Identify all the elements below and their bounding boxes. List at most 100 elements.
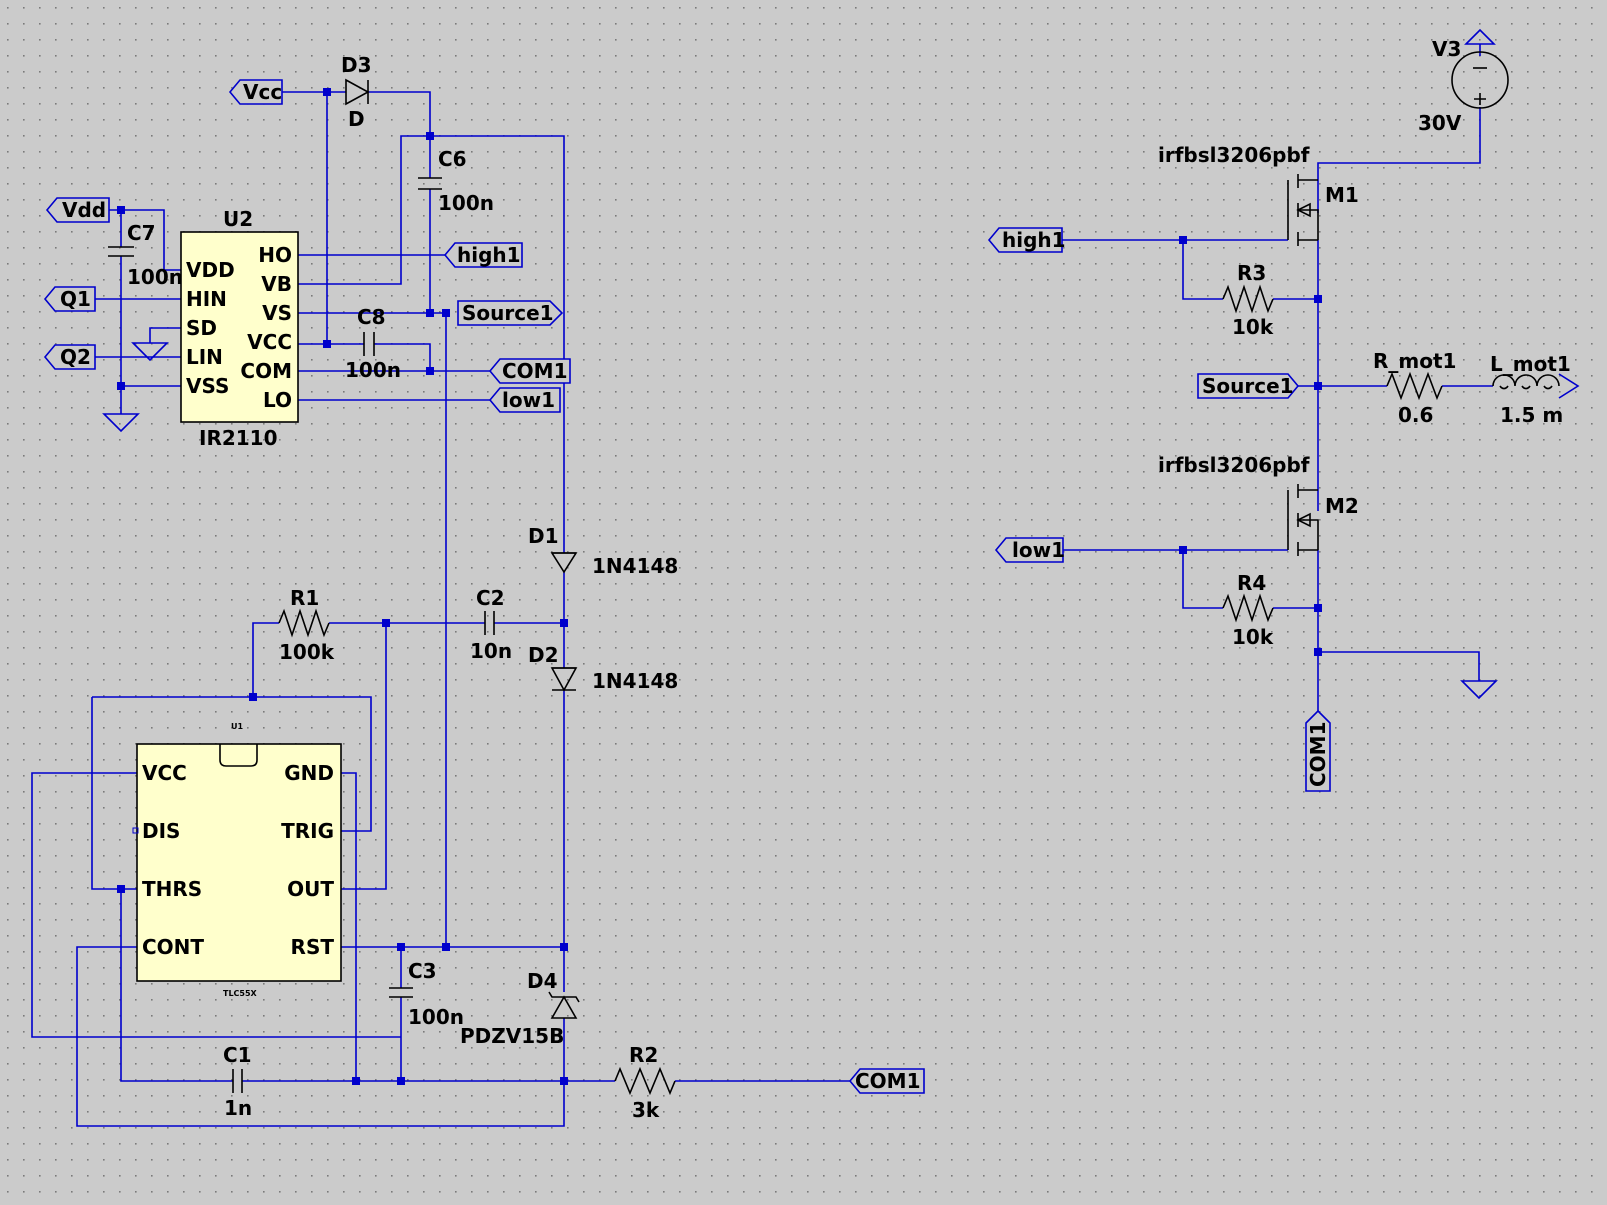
c8-ref: C8 xyxy=(357,305,386,329)
u2-pin-com: COM xyxy=(240,359,292,383)
c3-ref: C3 xyxy=(408,959,437,983)
net-label-com1-bottom[interactable]: COM1 xyxy=(848,1068,925,1094)
c1-ref: C1 xyxy=(223,1043,252,1067)
inductor-l-mot1[interactable]: L_mot1 1.5 m xyxy=(1490,352,1580,427)
u1-pin-gnd: GND xyxy=(284,761,334,785)
r3-value: 10k xyxy=(1232,315,1274,339)
diode-d2[interactable]: D2 1N4148 xyxy=(528,643,678,693)
c7-ref: C7 xyxy=(127,221,156,245)
d4-value: PDZV15B xyxy=(460,1024,564,1048)
rmot-ref: R_mot1 xyxy=(1373,349,1456,373)
lmot-ref: L_mot1 xyxy=(1490,352,1571,376)
d1-value: 1N4148 xyxy=(592,554,678,578)
resistor-r-mot1[interactable]: R_mot1 0.6 xyxy=(1373,349,1456,427)
u2-pin-ho: HO xyxy=(258,243,292,267)
net-label-source1-right[interactable]: Source1 xyxy=(1197,373,1300,399)
m2-value: irfbsl3206pbf xyxy=(1158,453,1310,477)
ic-u2[interactable]: U2 IR2110 VDD HIN SD LIN VSS HO VB VS VC… xyxy=(180,207,299,450)
lmot-value: 1.5 m xyxy=(1500,403,1563,427)
net-label-vdd-text: Vdd xyxy=(62,198,106,222)
r3-ref: R3 xyxy=(1237,261,1266,285)
u1-pin-cont: CONT xyxy=(142,935,204,959)
m1-value: irfbsl3206pbf xyxy=(1158,143,1310,167)
net-label-high1-left-text: high1 xyxy=(457,243,521,267)
u1-pin-dis: DIS xyxy=(142,819,180,843)
capacitor-c7[interactable]: C7 100n xyxy=(108,221,183,289)
net-label-source1-left-text: Source1 xyxy=(462,301,554,325)
v3-ref: V3 xyxy=(1432,37,1461,61)
capacitor-c6[interactable]: C6 100n xyxy=(418,147,494,215)
net-label-low1-right[interactable]: low1 xyxy=(994,537,1065,563)
resistor-r2[interactable]: R2 3k xyxy=(614,1043,676,1122)
c2-value: 10n xyxy=(470,639,512,663)
c8-value: 100n xyxy=(345,358,401,382)
ic-u1[interactable]: U1 TLC55X VCC DIS THRS CONT GND TRIG OUT… xyxy=(132,722,342,998)
net-label-vcc-text: Vcc xyxy=(243,80,282,104)
net-label-low1-right-text: low1 xyxy=(1012,538,1065,562)
m2-ref: M2 xyxy=(1325,494,1359,518)
net-label-com1-left[interactable]: COM1 xyxy=(488,358,571,384)
r4-ref: R4 xyxy=(1237,571,1266,595)
u2-pin-vs: VS xyxy=(262,301,292,325)
net-label-source1-left[interactable]: Source1 xyxy=(457,300,564,326)
u2-pin-lin: LIN xyxy=(186,345,223,369)
u1-ref: U1 xyxy=(231,722,243,731)
u1-pin-rst: RST xyxy=(291,935,335,959)
rmot-value: 0.6 xyxy=(1398,403,1433,427)
net-label-q2-text: Q2 xyxy=(60,345,91,369)
u2-pin-sd: SD xyxy=(186,316,217,340)
capacitor-c2[interactable]: C2 10n xyxy=(470,586,512,663)
m1-ref: M1 xyxy=(1325,183,1359,207)
net-label-q2[interactable]: Q2 xyxy=(43,344,96,370)
u2-pin-vss: VSS xyxy=(186,374,229,398)
net-label-com1-vertical[interactable]: COM1 xyxy=(1305,709,1331,792)
d3-value: D xyxy=(348,107,365,131)
resistor-r1[interactable]: R1 100k xyxy=(278,586,335,664)
ground-symbol-m2 xyxy=(1460,680,1498,700)
mosfet-m1[interactable]: irfbsl3206pbf M1 xyxy=(1158,143,1359,246)
wire-junctions xyxy=(117,88,1322,1085)
voltage-source-v3[interactable]: V3 30V xyxy=(1418,28,1509,135)
c2-ref: C2 xyxy=(476,586,505,610)
net-label-com1-vertical-text: COM1 xyxy=(1306,722,1330,788)
capacitor-c1[interactable]: C1 1n xyxy=(223,1043,252,1120)
d2-value: 1N4148 xyxy=(592,669,678,693)
net-label-high1-left[interactable]: high1 xyxy=(443,242,523,268)
r1-value: 100k xyxy=(279,640,335,664)
net-label-high1-right[interactable]: high1 xyxy=(987,227,1066,253)
u2-pin-hin: HIN xyxy=(186,287,227,311)
diode-d1[interactable]: D1 1N4148 xyxy=(528,524,678,578)
u1-dis-pin-marker xyxy=(132,827,139,834)
capacitor-c8[interactable]: C8 100n xyxy=(345,305,401,382)
resistor-r4[interactable]: R4 10k xyxy=(1222,571,1274,649)
net-label-source1-right-text: Source1 xyxy=(1202,374,1294,398)
u1-pin-vcc: VCC xyxy=(142,761,187,785)
r4-value: 10k xyxy=(1232,625,1274,649)
c6-value: 100n xyxy=(438,191,494,215)
r1-ref: R1 xyxy=(290,586,319,610)
ground-symbol-vss xyxy=(102,413,140,433)
u2-pin-vcc: VCC xyxy=(247,330,292,354)
c3-value: 100n xyxy=(408,1005,464,1029)
diode-d3[interactable]: D3 D xyxy=(341,53,372,131)
u2-ref: U2 xyxy=(223,207,253,231)
mosfet-m2[interactable]: irfbsl3206pbf M2 xyxy=(1158,453,1359,556)
net-label-q1[interactable]: Q1 xyxy=(43,286,96,312)
d2-ref: D2 xyxy=(528,643,559,667)
net-label-low1-left[interactable]: low1 xyxy=(488,387,561,413)
d1-ref: D1 xyxy=(528,524,559,548)
u2-part: IR2110 xyxy=(199,426,278,450)
u2-pin-vdd: VDD xyxy=(186,258,235,282)
wires xyxy=(31,91,1493,1127)
capacitor-c3[interactable]: C3 100n xyxy=(389,959,464,1029)
zener-d4[interactable]: D4 PDZV15B xyxy=(460,969,580,1048)
net-label-vdd[interactable]: Vdd xyxy=(45,197,110,223)
u1-part: TLC55X xyxy=(223,989,258,998)
net-label-vcc[interactable]: Vcc xyxy=(228,79,283,105)
u1-pin-out: OUT xyxy=(287,877,334,901)
u2-pin-lo: LO xyxy=(263,388,292,412)
resistor-r3[interactable]: R3 10k xyxy=(1222,261,1274,339)
u1-pin-trig: TRIG xyxy=(281,819,334,843)
